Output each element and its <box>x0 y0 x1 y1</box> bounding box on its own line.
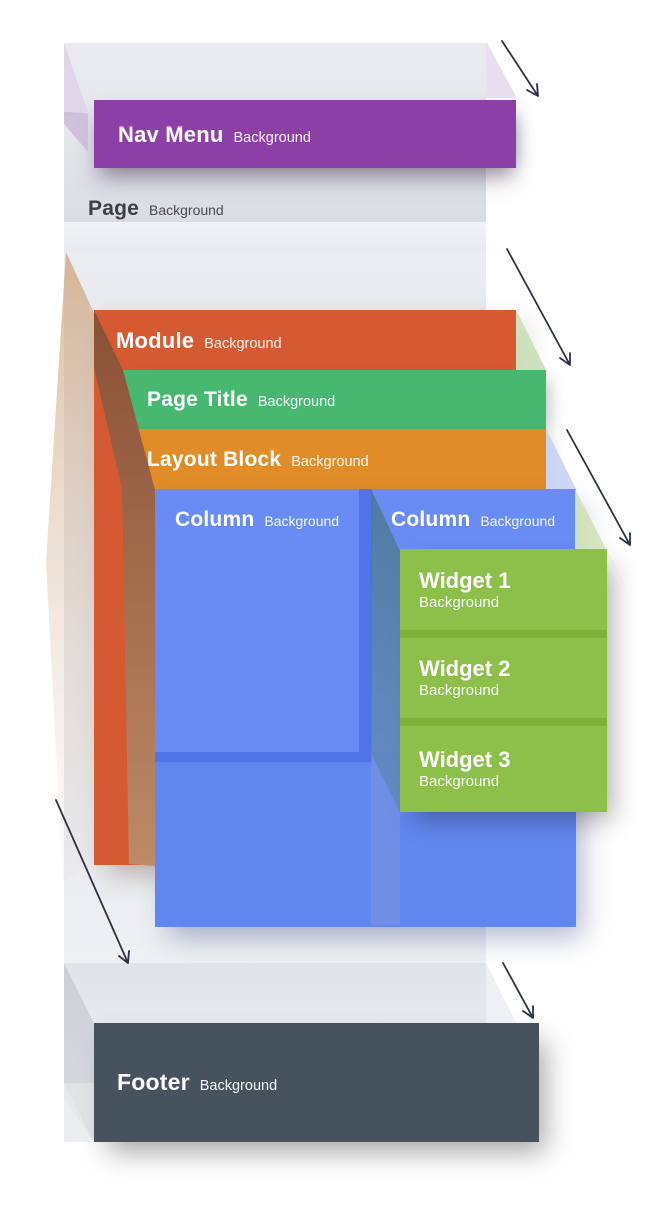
widget-1-title-text: Widget 1 <box>419 567 511 593</box>
fold-sliver-green-1 <box>516 310 546 370</box>
footer-label: Footer Background <box>117 1071 277 1094</box>
page-title-label: Page Title Background <box>147 389 335 410</box>
footer-title-text: Footer <box>117 1069 190 1095</box>
layout-block-label: Layout Block Background <box>147 449 369 470</box>
page-title-text: Page <box>88 197 139 220</box>
nav-menu-layer: Nav Menu Background <box>94 100 516 168</box>
column-left-title-text: Column <box>175 508 255 531</box>
column-right-title-text: Column <box>391 508 471 531</box>
nav-menu-label: Nav Menu Background <box>118 124 311 146</box>
widget-2-title-text: Widget 2 <box>419 656 511 681</box>
flow-arrow-3 <box>566 429 631 546</box>
column-gap-horizontal <box>155 752 372 762</box>
column-right-subtitle-text: Background <box>480 513 556 529</box>
widget-2-subtitle-text: Background <box>419 682 500 699</box>
nav-menu-subtitle-text: Background <box>233 130 311 146</box>
column-gap-vertical <box>359 489 372 752</box>
layout-block-layer: Layout Block Background <box>123 429 546 489</box>
module-title-text: Module <box>116 328 195 353</box>
widget-3-subtitle-text: Background <box>419 773 500 790</box>
widget-stack: Widget 1 Background Widget 2 Background … <box>400 549 607 812</box>
fold-sliver-green-3 <box>575 489 606 549</box>
widget-1-layer: Widget 1 Background <box>400 549 607 630</box>
widget-separator <box>400 630 607 638</box>
fold-sliver-blue <box>546 429 576 489</box>
widget-1-subtitle-text: Background <box>419 593 500 611</box>
layout-block-title-text: Layout Block <box>147 448 282 471</box>
column-right-label: Column Background <box>391 509 555 530</box>
widget-separator <box>400 718 607 726</box>
page-subtitle-text: Background <box>149 202 224 218</box>
widget-3-layer: Widget 3 Background <box>400 726 607 812</box>
flow-arrow-1 <box>501 40 539 97</box>
module-label: Module Background <box>116 330 282 352</box>
column-left-label: Column Background <box>175 509 339 530</box>
column-left-subtitle-text: Background <box>264 513 340 529</box>
widget-3-title-text: Widget 3 <box>419 747 511 772</box>
column-left-layer: Column Background <box>155 489 359 752</box>
layout-block-subtitle-text: Background <box>291 454 369 470</box>
flow-arrow-5 <box>502 962 534 1019</box>
fold-footer-bottom-left <box>64 1083 94 1142</box>
footer-layer: Footer Background <box>94 1023 539 1142</box>
module-subtitle-text: Background <box>204 336 282 352</box>
footer-subtitle-text: Background <box>199 1078 278 1094</box>
fold-lavender-right <box>486 41 517 98</box>
widget-2-layer: Widget 2 Background <box>400 638 607 718</box>
page-title-subtitle-text: Background <box>257 394 336 410</box>
page-title-layer: Page Title Background <box>123 370 546 429</box>
fold-footer-right <box>486 963 516 1023</box>
page-strip-fold-band <box>64 222 486 252</box>
page-layer-label: Page Background <box>88 198 224 219</box>
page-title-title-text: Page Title <box>147 388 248 411</box>
nav-menu-title-text: Nav Menu <box>118 122 224 147</box>
flow-arrow-2 <box>506 248 571 366</box>
